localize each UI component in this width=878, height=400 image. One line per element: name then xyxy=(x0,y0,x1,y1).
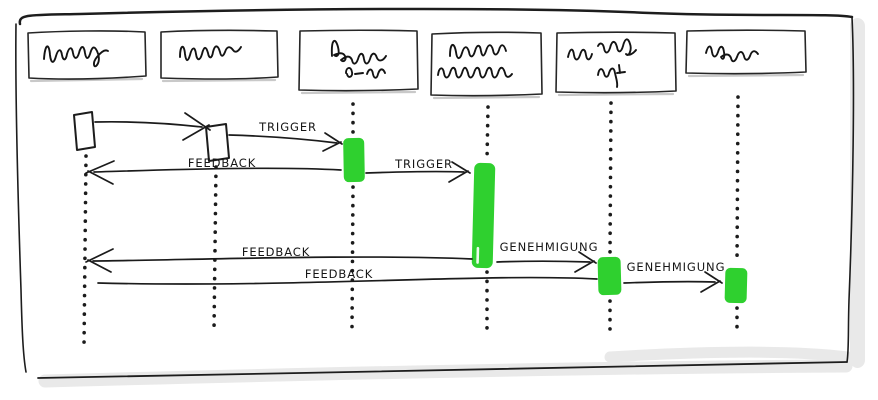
sketch-frame xyxy=(15,7,855,379)
actor-box-5 xyxy=(555,31,677,94)
message-arrow-m4 xyxy=(365,170,465,174)
message-arrowhead-m4 xyxy=(448,161,471,183)
actor-box-3 xyxy=(298,29,419,92)
activation-bar-4 xyxy=(471,162,496,269)
activation-bar-4-group xyxy=(471,162,496,269)
actor-box-2-shadow xyxy=(161,78,277,83)
message-label-m2: TRIGGER xyxy=(258,120,317,134)
message-arrow-m1 xyxy=(94,120,203,128)
lifeline-2 xyxy=(212,165,218,333)
frame-top-edge xyxy=(18,7,854,26)
lifeline-4-upper xyxy=(485,105,490,162)
activation-rect-2 xyxy=(205,123,230,162)
lifelines xyxy=(82,95,740,349)
message-arrowhead-m1 xyxy=(182,112,211,141)
message-arrowhead-m8 xyxy=(700,271,723,293)
message-arrow-m2 xyxy=(228,134,338,144)
actor-box-2 xyxy=(160,29,279,80)
actor-box-4-shadow xyxy=(432,95,541,100)
frame-left-edge xyxy=(15,23,27,373)
activation-rect-1 xyxy=(73,111,96,151)
actor-5-scribble-line2 xyxy=(597,64,626,88)
message-label-m4: TRIGGER xyxy=(394,157,453,171)
actor-3-scribble-line1 xyxy=(330,39,387,65)
actor-3-scribble-line2 xyxy=(345,67,386,79)
message-arrowhead-m6 xyxy=(574,251,597,273)
actor-4-scribble-line2 xyxy=(437,66,513,79)
message-arrow-m6 xyxy=(496,260,591,263)
message-label-m3: FEEDBACK xyxy=(188,156,256,170)
frame-shadow-bottom xyxy=(38,359,853,388)
frame-right-edge xyxy=(846,16,855,363)
activation-bar-3 xyxy=(343,137,365,183)
message-arrow-m5 xyxy=(92,256,473,262)
message-arrow-m8 xyxy=(623,280,716,284)
message-arrowhead-m5 xyxy=(85,248,114,273)
message-label-m8: GENEHMIGUNG xyxy=(627,260,726,274)
lifeline-1 xyxy=(82,154,88,349)
actor-4-scribble-line1 xyxy=(449,44,507,60)
activation-bar-5 xyxy=(597,256,622,296)
actor-box-3-shadow xyxy=(300,90,417,95)
activation-bar-6 xyxy=(724,267,748,304)
activation-rects xyxy=(73,111,230,162)
actor-boxes xyxy=(27,29,807,100)
message-arrowhead-m3 xyxy=(85,160,115,185)
message-arrowhead-m2 xyxy=(322,132,343,152)
activation-bars xyxy=(343,137,748,304)
message-arrow-m7 xyxy=(97,276,598,285)
lifeline-5-upper xyxy=(608,101,613,256)
lifeline-6-upper xyxy=(735,95,740,266)
actor-box-6 xyxy=(685,29,807,75)
actor-box-1-shadow xyxy=(29,77,144,83)
actor-5-scribble-line1 xyxy=(567,38,637,61)
message-label-m7: FEEDBACK xyxy=(305,267,373,281)
actor-box-5-shadow xyxy=(557,92,675,97)
frame-shadow-bottom-right xyxy=(604,346,854,363)
actor-box-6-shadow xyxy=(687,73,805,78)
actor-6-scribble xyxy=(705,45,759,63)
message-arrow-m3 xyxy=(93,167,342,173)
message-arrows: TRIGGER FEEDBACK TRIGGER FEEDBACK GENEHM… xyxy=(85,112,726,293)
frame-bottom-edge xyxy=(37,361,848,379)
message-label-m5: FEEDBACK xyxy=(242,245,310,259)
message-label-m6: GENEHMIGUNG xyxy=(500,240,599,254)
actor-box-1 xyxy=(27,30,147,80)
actor-box-4 xyxy=(430,31,543,97)
actor-1-scribble xyxy=(43,45,109,68)
activation-bar-4-highlight xyxy=(476,246,480,264)
actor-2-scribble xyxy=(179,45,242,62)
